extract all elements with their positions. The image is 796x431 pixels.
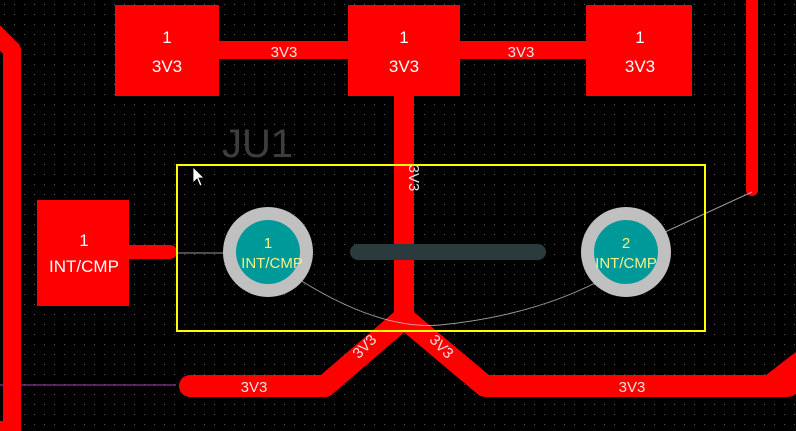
pad-top-left-net: 3V3 (152, 57, 182, 76)
trace-right-stub[interactable] (759, 351, 796, 397)
via-2-hole (594, 220, 658, 284)
via-2[interactable] (581, 207, 671, 297)
via-1-net: INT/CMP (241, 255, 303, 272)
trace-label-top-left: 3V3 (271, 44, 298, 61)
pad-top-left-number: 1 (162, 28, 171, 47)
arrow-cursor-icon (192, 166, 205, 187)
selection-box[interactable] (176, 164, 706, 332)
trace-label-top-right: 3V3 (508, 44, 535, 61)
trace-label-bottom-left: 3V3 (241, 379, 268, 396)
pad-top-right-number: 1 (635, 28, 644, 47)
via-1-hole (236, 220, 300, 284)
smd-pads[interactable] (37, 5, 692, 306)
via-2-number: 2 (622, 235, 630, 252)
pad-top-center-net: 3V3 (389, 57, 419, 76)
pad-top-right[interactable] (586, 5, 692, 96)
via-1-number: 1 (264, 235, 272, 252)
trace-diag-left[interactable] (179, 307, 415, 397)
trace-label-bottom-right: 3V3 (619, 379, 646, 396)
pad-left-number: 1 (79, 231, 88, 250)
trace-left-edge[interactable] (0, 25, 21, 431)
via-1[interactable] (223, 207, 313, 297)
pad-left-net: INT/CMP (49, 257, 119, 276)
pad-top-left[interactable] (115, 5, 219, 96)
pad-top-center[interactable] (348, 5, 460, 96)
pad-top-right-net: 3V3 (625, 57, 655, 76)
trace-label-vertical: 3V3 (405, 165, 422, 192)
trace-diag-right[interactable] (393, 307, 796, 397)
pad-top-center-number: 1 (399, 28, 408, 47)
pad-left[interactable] (37, 200, 129, 306)
via-2-net: INT/CMP (595, 255, 657, 272)
component-designator: JU1 (222, 122, 293, 166)
